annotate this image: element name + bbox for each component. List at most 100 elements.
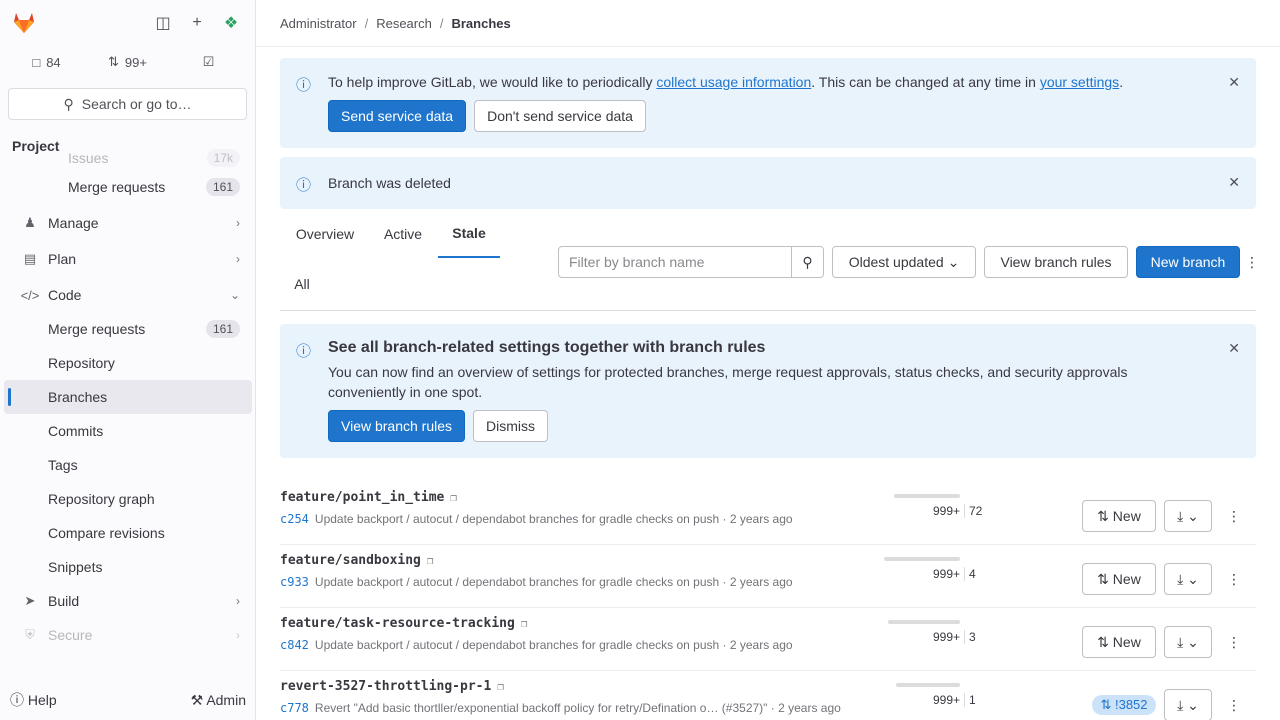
more-actions-icon[interactable]: ⋮	[1218, 626, 1250, 658]
dont-send-service-data-button[interactable]: Don't send service data	[474, 100, 646, 132]
help-button[interactable]: ⓘ Help	[10, 692, 57, 708]
merge-requests-button[interactable]: ⇅99+	[108, 54, 147, 70]
divergence-bar	[896, 683, 960, 687]
search-icon: ⚲	[802, 253, 813, 270]
help-icon: ⓘ	[10, 692, 24, 708]
merge-request-icon: ⇅	[108, 54, 119, 69]
tab-overview[interactable]: Overview	[295, 226, 355, 242]
sidebar-item-tags[interactable]: Tags	[48, 457, 78, 473]
commit-message[interactable]: Update backport / autocut / dependabot b…	[314, 575, 720, 589]
search-button[interactable]: ⚲	[792, 246, 824, 278]
admin-icon: ⚒	[190, 691, 204, 708]
collect-usage-link[interactable]: collect usage information	[656, 74, 812, 90]
view-branch-rules-button[interactable]: View branch rules	[984, 246, 1128, 278]
breadcrumb-branches[interactable]: Branches	[451, 15, 511, 31]
view-branch-rules-alert-button[interactable]: View branch rules	[328, 410, 466, 442]
copy-icon[interactable]: ❐	[497, 680, 504, 693]
branch-row: feature/sandboxing ❐ c933 Update backport …	[280, 545, 1256, 608]
new-merge-request-button[interactable]: ⇅ New	[1082, 626, 1156, 658]
issues-icon: □	[32, 54, 41, 70]
branch-name[interactable]: feature/point_in_time	[280, 490, 445, 505]
branch-deleted-text: Branch was deleted	[328, 175, 451, 191]
more-actions-icon[interactable]: ⋮	[1218, 563, 1250, 595]
sidebar-item-secure[interactable]: ⛨Secure›	[4, 618, 252, 652]
commit-message[interactable]: Update backport / autocut / dependabot b…	[314, 638, 720, 652]
sidebar-item-compare-revisions[interactable]: Compare revisions	[48, 525, 165, 541]
search-icon: ⚲	[63, 95, 74, 112]
send-service-data-button[interactable]: Send service data	[328, 100, 467, 132]
sidebar-item-code[interactable]: </>Code⌄	[20, 287, 240, 303]
branch-name[interactable]: feature/sandboxing	[280, 553, 421, 568]
sidebar-toggle-icon[interactable]: ◫	[155, 15, 171, 32]
close-icon[interactable]: ✕	[1228, 340, 1240, 356]
sidebar-item-commits[interactable]: Commits	[48, 423, 104, 439]
create-new-icon[interactable]: +	[192, 14, 202, 31]
commit-sha[interactable]: c254	[280, 512, 309, 526]
sidebar-item-manage[interactable]: ♟Manage›	[4, 206, 252, 240]
download-dropdown[interactable]: ⤓ ⌄	[1164, 689, 1212, 720]
tab-active[interactable]: Active	[383, 226, 423, 242]
branch-rules-alert-title: See all branch-related settings together…	[328, 339, 766, 356]
commit-sha[interactable]: c842	[280, 638, 309, 652]
dismiss-button[interactable]: Dismiss	[473, 410, 549, 442]
download-icon: ⤓	[1177, 696, 1184, 713]
commit-sha[interactable]: c778	[280, 701, 309, 715]
merge-request-link[interactable]: ⇅ !3852	[1092, 689, 1156, 720]
assigned-issues-button[interactable]: □84	[32, 54, 61, 70]
breadcrumb-administrator[interactable]: Administrator	[280, 15, 357, 31]
branch-name[interactable]: revert-3527-throttling-pr-1	[280, 679, 492, 694]
admin-button[interactable]: ⚒ Admin	[190, 691, 246, 708]
sidebar-item-build[interactable]: ➤Build›	[4, 584, 252, 618]
tab-all[interactable]: All	[294, 276, 310, 292]
download-dropdown[interactable]: ⤓ ⌄	[1164, 500, 1212, 532]
tab-stale[interactable]: Stale	[438, 210, 500, 258]
search-button[interactable]: ⚲ Search or go to…	[8, 88, 247, 120]
sort-dropdown[interactable]: Oldest updated ⌄	[832, 246, 976, 278]
merge-request-icon: ⇅	[1097, 570, 1109, 587]
chevron-right-icon: ›	[236, 216, 240, 230]
branch-name[interactable]: feature/task-resource-tracking	[280, 616, 515, 631]
code-icon: </>	[20, 287, 40, 303]
merge-request-icon: ⇅	[1100, 697, 1112, 712]
commit-message[interactable]: Revert "Add basic thortller/exponential …	[314, 701, 768, 715]
user-avatar-icon[interactable]: ❖	[223, 15, 239, 32]
new-merge-request-button[interactable]: ⇅ New	[1082, 563, 1156, 595]
copy-icon[interactable]: ❐	[426, 554, 434, 567]
gitlab-logo-icon[interactable]	[10, 8, 38, 36]
commit-message[interactable]: Update backport / autocut / dependabot b…	[314, 512, 720, 526]
sidebar-item-repository-graph[interactable]: Repository graph	[48, 491, 155, 507]
copy-icon[interactable]: ❐	[450, 491, 457, 504]
sidebar-header: ◫ + ❖	[0, 0, 255, 44]
sidebar-item-plan[interactable]: ▤Plan›	[4, 242, 252, 276]
sidebar-item-branches[interactable]: Branches	[4, 380, 252, 414]
project-section-title: Project	[12, 138, 60, 154]
new-branch-button[interactable]: New branch	[1136, 246, 1240, 278]
sidebar-item-repository[interactable]: Repository	[48, 355, 115, 371]
chevron-right-icon: ›	[236, 594, 240, 608]
copy-icon[interactable]: ❐	[520, 617, 528, 630]
new-merge-request-button[interactable]: ⇅ New	[1082, 500, 1156, 532]
todos-button[interactable]: ☑	[170, 48, 247, 76]
download-dropdown[interactable]: ⤓ ⌄	[1164, 626, 1212, 658]
download-dropdown[interactable]: ⤓ ⌄	[1164, 563, 1212, 595]
branch-filter-input[interactable]: Filter by branch name	[558, 246, 792, 278]
breadcrumb-research[interactable]: Research	[376, 15, 432, 31]
more-actions-icon[interactable]: ⋮	[1218, 500, 1250, 532]
more-actions-icon[interactable]: ⋮	[1218, 689, 1250, 720]
divergence-counts: 999+4	[932, 567, 976, 581]
your-settings-link[interactable]: your settings	[1039, 74, 1120, 90]
close-icon[interactable]: ✕	[1228, 174, 1240, 190]
sidebar-item-snippets[interactable]: Snippets	[48, 559, 103, 575]
more-actions-icon[interactable]: ⋮	[1244, 246, 1260, 278]
merge-request-icon: ⇅	[1097, 507, 1109, 524]
divergence-bar	[894, 494, 960, 498]
close-icon[interactable]: ✕	[1228, 74, 1240, 90]
users-icon: ♟	[24, 215, 36, 230]
rocket-icon: ➤	[24, 593, 36, 608]
chevron-down-icon: ⌄	[1187, 570, 1199, 587]
commit-sha[interactable]: c933	[280, 575, 309, 589]
